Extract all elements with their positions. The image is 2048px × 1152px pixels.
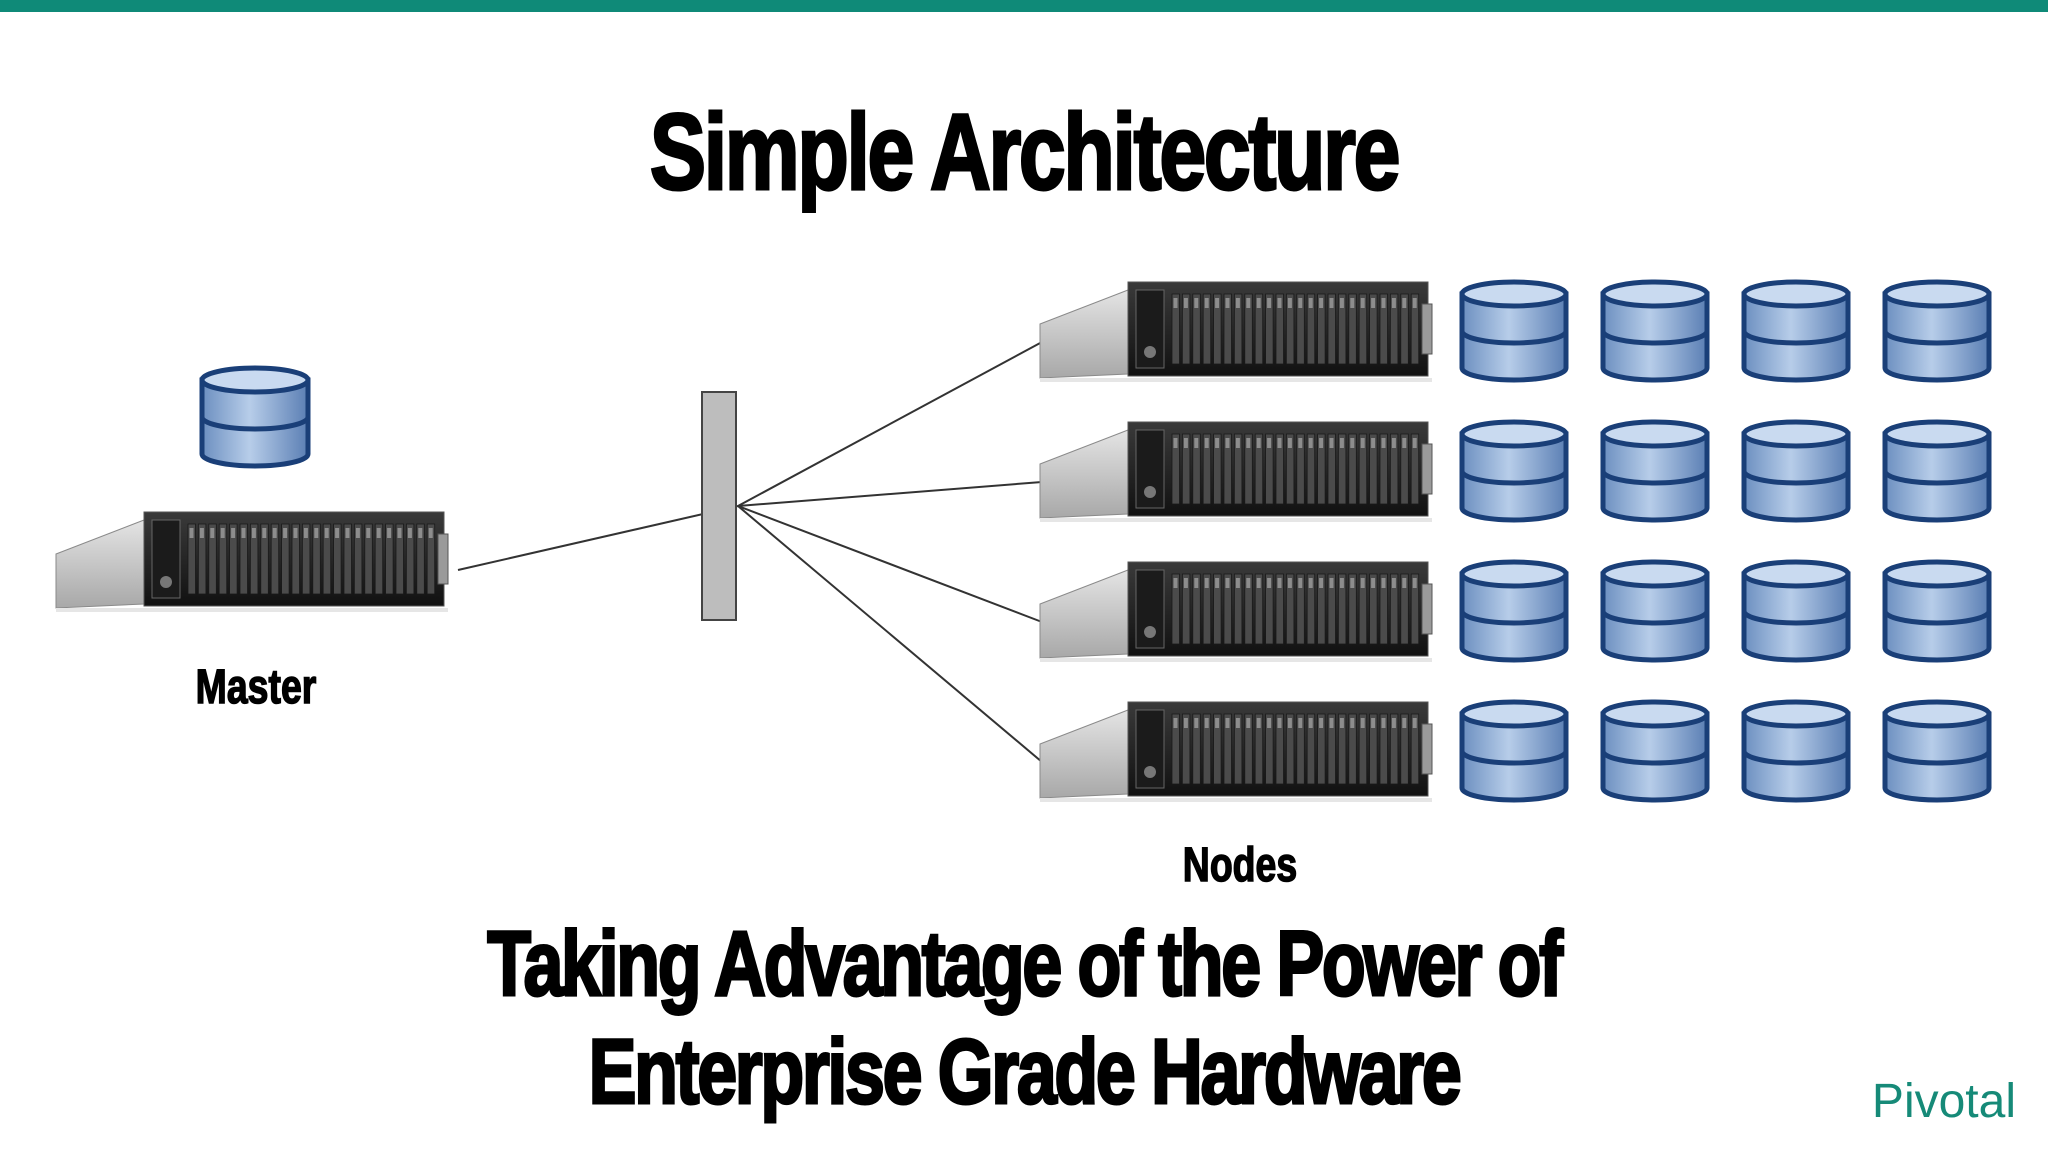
- node-database-icon: [1459, 559, 1569, 663]
- node-server-icon: [1039, 701, 1433, 802]
- node-database-icon: [1741, 419, 1851, 523]
- node-database-icon: [1882, 419, 1992, 523]
- node-database-icon: [1882, 559, 1992, 663]
- server-layer: [55, 281, 1433, 802]
- node-database-icon: [1741, 559, 1851, 663]
- database-layer: [199, 279, 1992, 803]
- network-links: [457, 341, 1043, 763]
- subtitle-line-2: Enterprise Grade Hardware: [587, 1020, 1462, 1125]
- slide-title: Simple Architecture: [649, 90, 1402, 213]
- node-database-icon: [1741, 279, 1851, 383]
- node-database-icon: [1600, 279, 1710, 383]
- node-database-icon: [1459, 279, 1569, 383]
- master-link: [457, 505, 739, 571]
- top-accent-bar: [0, 0, 2048, 12]
- node-server-icon: [1039, 421, 1433, 522]
- master-database-icon: [199, 365, 311, 469]
- node-database-icon: [1600, 559, 1710, 663]
- node-database-icon: [1459, 699, 1569, 803]
- node-database-icon: [1882, 699, 1992, 803]
- node-link: [737, 481, 1043, 507]
- node-server-icon: [1039, 281, 1433, 382]
- node-database-icon: [1600, 419, 1710, 523]
- node-link: [737, 505, 1043, 623]
- node-database-icon: [1459, 419, 1569, 523]
- master-label: Master: [195, 660, 317, 715]
- network-switch-icon: [701, 391, 737, 621]
- node-link: [737, 505, 1043, 763]
- subtitle-line-1: Taking Advantage of the Power of: [486, 912, 1564, 1017]
- master-server-icon: [55, 511, 449, 612]
- network-switch-layer: [701, 391, 737, 621]
- node-database-icon: [1600, 699, 1710, 803]
- nodes-label: Nodes: [1182, 838, 1298, 893]
- node-link: [737, 341, 1043, 507]
- node-server-icon: [1039, 561, 1433, 662]
- node-database-icon: [1741, 699, 1851, 803]
- node-database-icon: [1882, 279, 1992, 383]
- pivotal-logo: Pivotal: [1871, 1075, 2016, 1128]
